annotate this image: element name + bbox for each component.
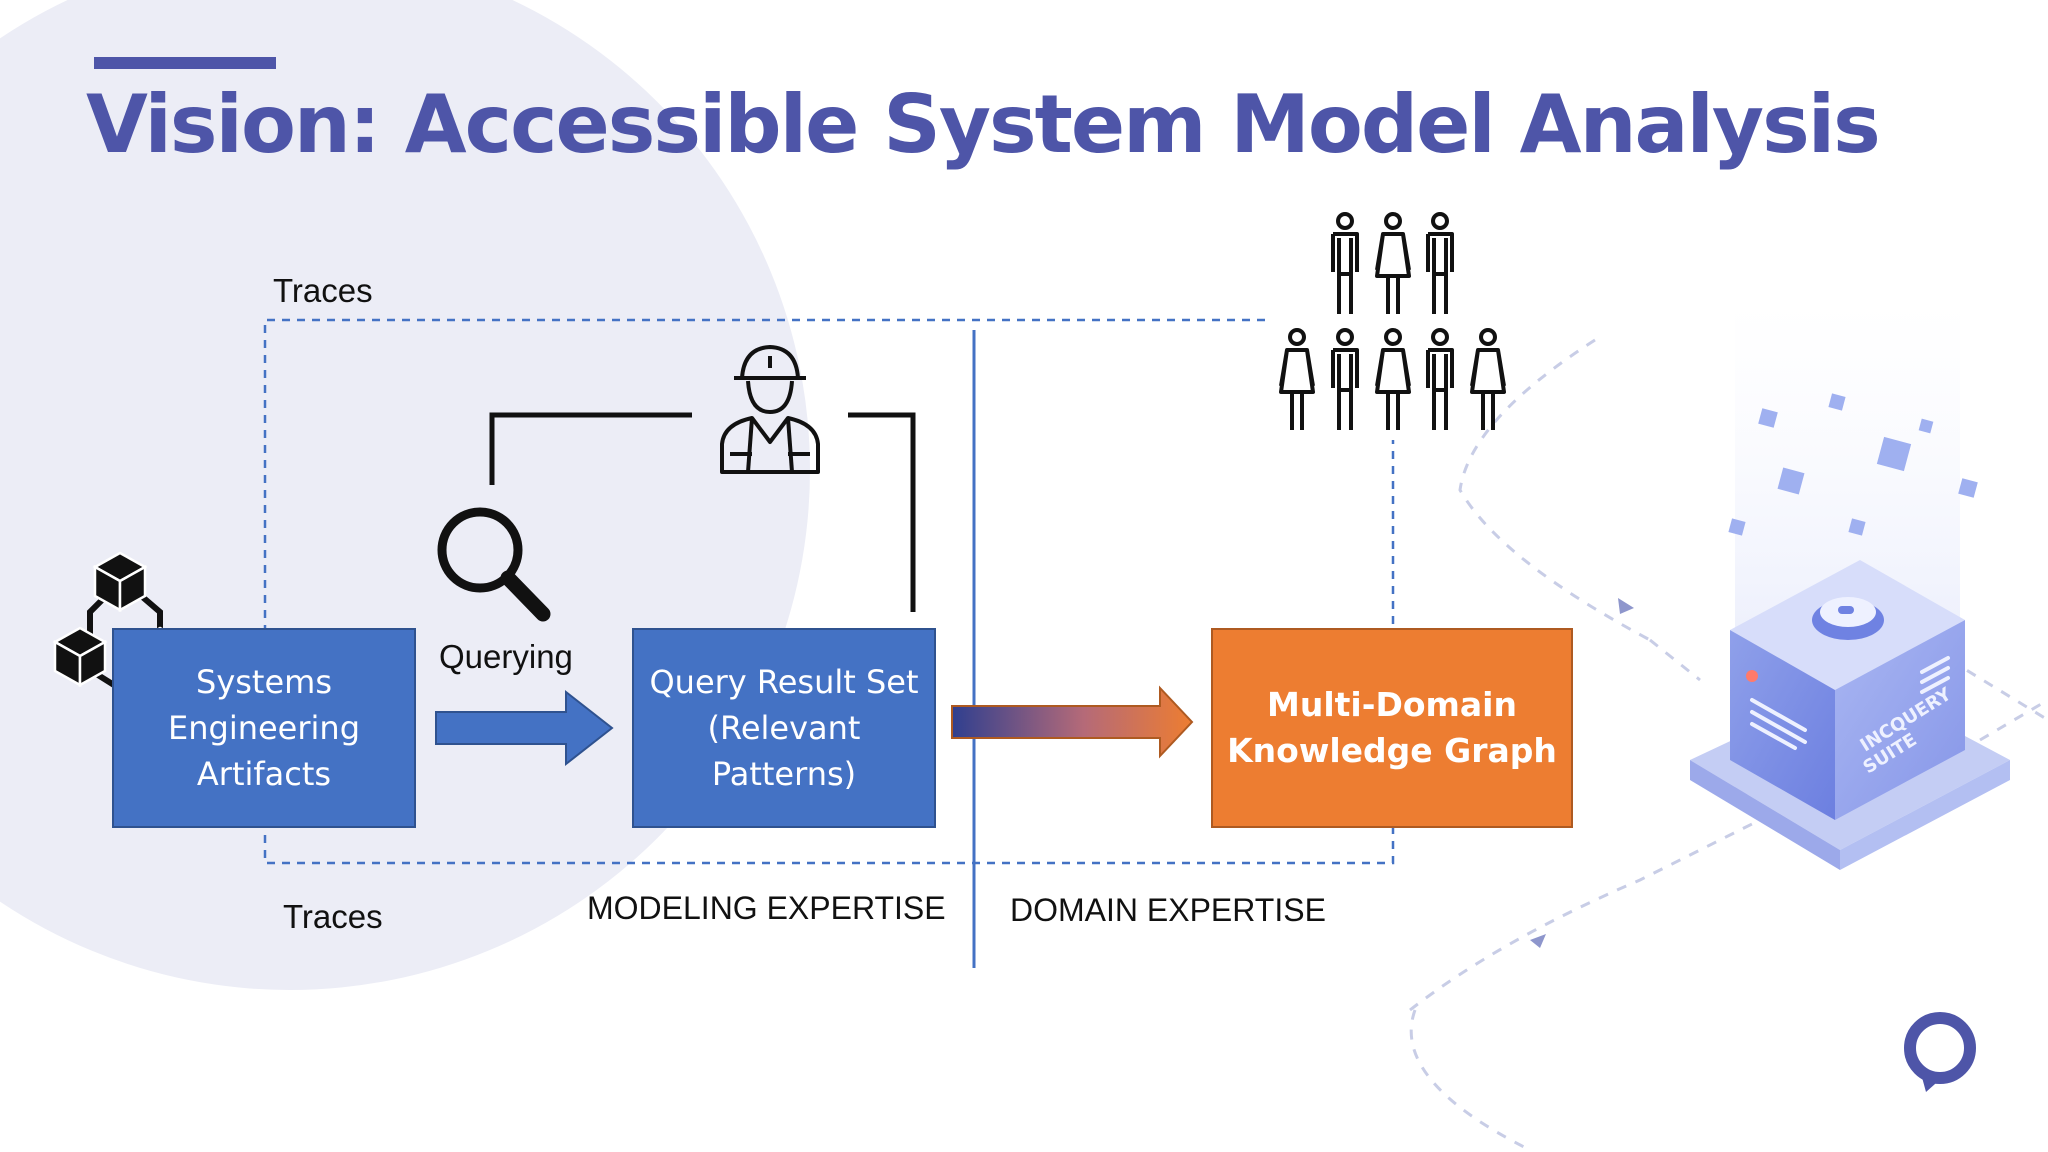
decorative-dashed-paths bbox=[1409, 338, 2048, 1152]
person-male-icon bbox=[1426, 328, 1454, 430]
box-line: (Relevant bbox=[707, 709, 861, 747]
box-line: Knowledge Graph bbox=[1227, 731, 1557, 770]
person-male-icon bbox=[1331, 328, 1359, 430]
box-line: Systems bbox=[196, 663, 332, 701]
path-arrow-head bbox=[1618, 598, 1634, 614]
modeling-expertise-label: MODELING EXPERTISE bbox=[587, 890, 946, 926]
title-accent-bar bbox=[94, 57, 276, 69]
knowledge-arrow bbox=[951, 685, 1194, 759]
box-line: Patterns) bbox=[711, 755, 857, 793]
box-line: Query Result Set bbox=[649, 663, 919, 701]
page-title: Vision: Accessible System Model Analysis bbox=[86, 78, 1881, 171]
traces-label-top: Traces bbox=[273, 272, 373, 309]
querying-label: Querying bbox=[439, 638, 573, 675]
feedback-bracket bbox=[489, 412, 916, 612]
person-female-icon bbox=[1470, 328, 1506, 430]
querying-arrow bbox=[435, 689, 614, 767]
magnifier-icon bbox=[437, 507, 551, 622]
person-female-icon bbox=[1375, 328, 1411, 430]
box-multi-domain-knowledge-graph: Multi-Domain Knowledge Graph bbox=[1211, 628, 1573, 828]
person-male-icon bbox=[1426, 212, 1454, 314]
person-female-icon bbox=[1375, 212, 1411, 314]
person-male-icon bbox=[1331, 212, 1359, 314]
box-line: Artifacts bbox=[196, 755, 332, 793]
people-group-icon bbox=[1279, 212, 1506, 430]
box-query-result-set: Query Result Set (Relevant Patterns) bbox=[632, 628, 936, 828]
traces-label-bottom: Traces bbox=[283, 898, 383, 935]
box-line: Multi-Domain bbox=[1267, 685, 1517, 724]
box-line: Engineering bbox=[168, 709, 360, 747]
incquery-logo-icon bbox=[1904, 1012, 1976, 1092]
engineer-icon bbox=[720, 345, 820, 474]
person-female-icon bbox=[1279, 328, 1315, 430]
incquery-server-illustration: INCQUERY SUITE bbox=[1690, 300, 2010, 870]
box-systems-engineering-artifacts: Systems Engineering Artifacts bbox=[112, 628, 416, 828]
path-arrow-head bbox=[1530, 934, 1546, 948]
domain-expertise-label: DOMAIN EXPERTISE bbox=[1010, 892, 1326, 928]
